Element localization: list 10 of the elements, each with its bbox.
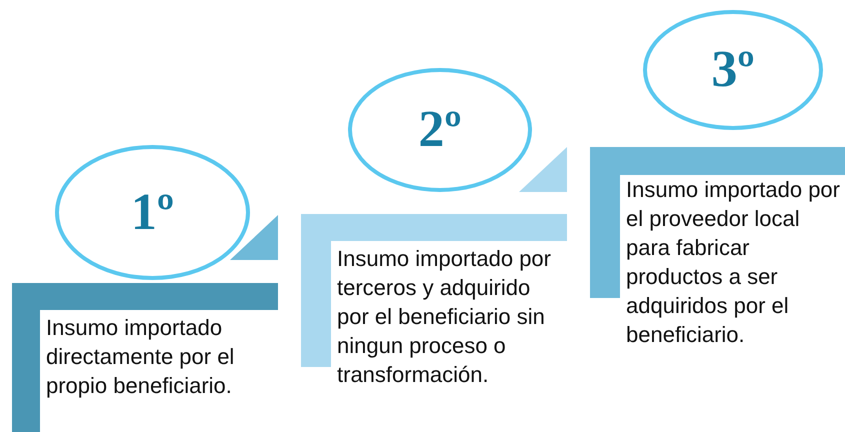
step-ellipse (348, 68, 532, 192)
step-number: 3º (711, 44, 755, 96)
step-description: Insumo importado directamente por el propio beneficiario. (46, 314, 236, 400)
step-ellipse (643, 10, 823, 130)
step-ellipse (55, 145, 250, 280)
step-number: 1º (130, 186, 174, 238)
step-panel (12, 283, 278, 432)
step-description: Insumo importado por el proveedor local para fabricar productos a ser adquiridos por el beneficiario. (626, 176, 841, 349)
step-number: 2º (418, 104, 462, 156)
step-description: Insumo importado por terceros y adquirido por el beneficiario sin ningun proceso o transformación. (337, 245, 552, 389)
